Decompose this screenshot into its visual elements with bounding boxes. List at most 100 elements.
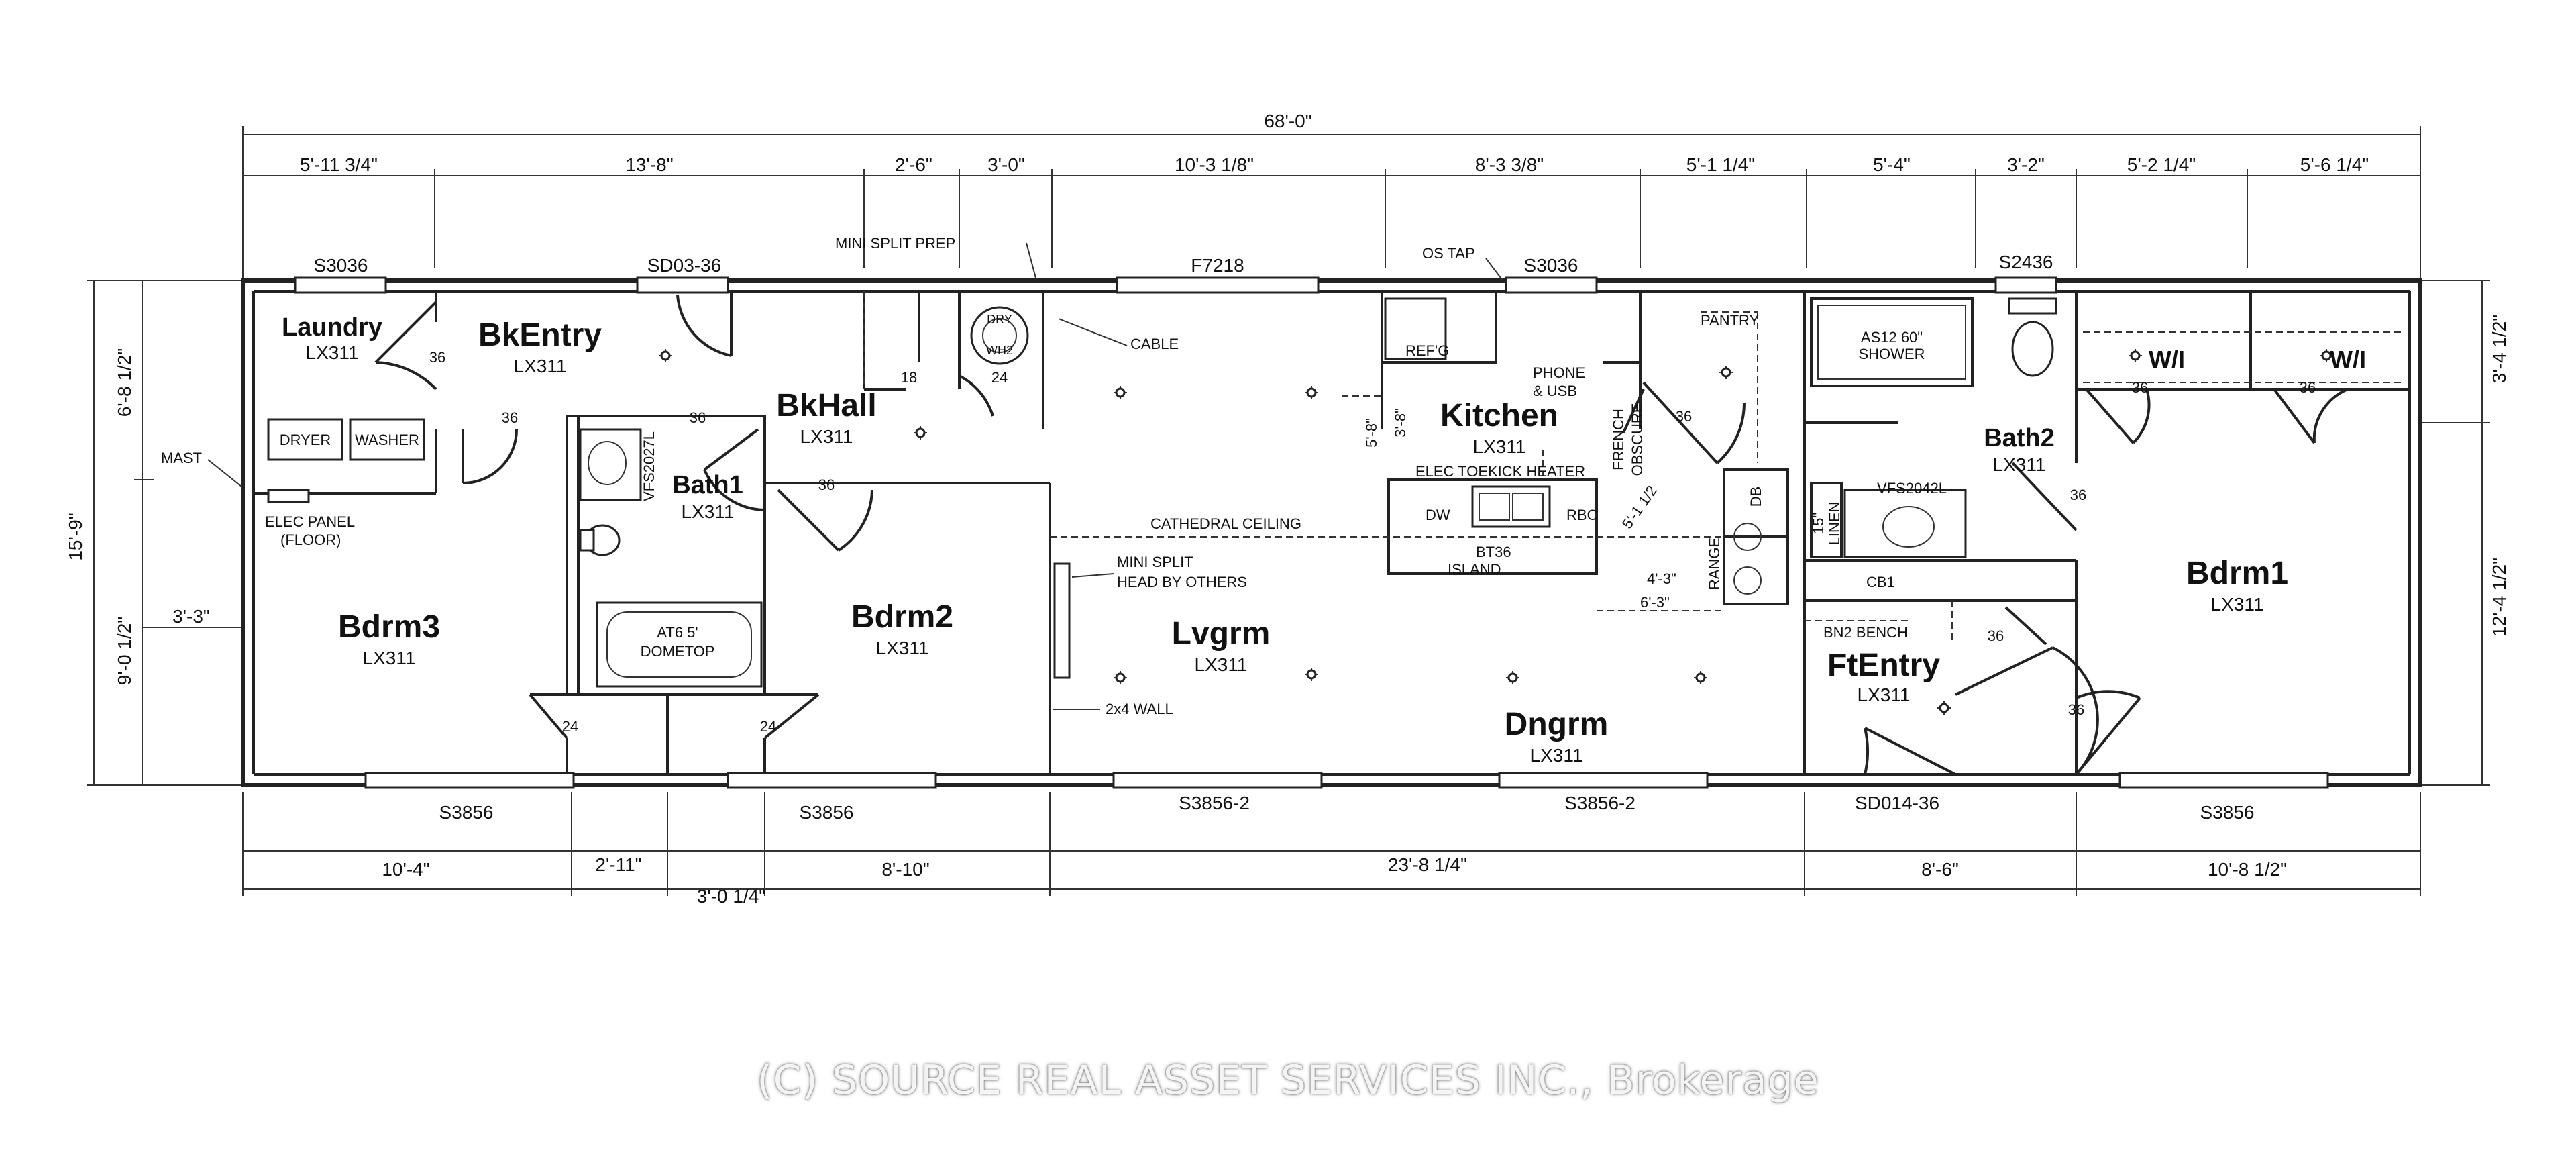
room-dngrm-code: LX311 [1530, 745, 1583, 766]
door-width-bkentry: 36 [502, 409, 518, 426]
window-top-1: S3036 [314, 255, 368, 276]
door-width-bdrm3-closet: 24 [562, 718, 578, 735]
window-bottom-5: SD014-36 [1855, 793, 1939, 813]
top-dim-8: 5'-4" [1873, 154, 1911, 175]
room-bath1-name: Bath1 [672, 471, 743, 499]
washer-icon [349, 418, 425, 461]
mast-note: MAST [161, 450, 202, 466]
room-dngrm-name: Dngrm [1505, 707, 1609, 742]
window-bottom-6: S3856 [2200, 802, 2255, 823]
room-bdrm2-code: LX311 [876, 638, 929, 658]
dim-5-1-2: 5'-1 1/2 [1619, 482, 1660, 532]
vfs2027l-label: VFS2027L [641, 431, 657, 501]
dry-label: DRY [987, 313, 1012, 326]
tub-label-1: AT6 5' [657, 624, 698, 641]
overall-width-dim: 15'-9" [65, 513, 86, 560]
room-kitchen-name: Kitchen [1440, 398, 1558, 434]
room-bkentry-name: BkEntry [478, 317, 602, 353]
ceiling-light-icons [659, 349, 2333, 715]
top-dim-1: 5'-11 3/4" [300, 154, 378, 175]
bottom-dim-7: 10'-8 1/2" [2208, 859, 2287, 880]
window-bottom-3: S3856-2 [1179, 793, 1250, 813]
cable-note: CABLE [1130, 336, 1179, 352]
elec-panel-note-2: (FLOOR) [280, 531, 341, 548]
dim-3-8: 3'-8" [1392, 408, 1409, 438]
shower-label-1: AS12 60" [1861, 329, 1923, 346]
window-top-5: S2436 [1999, 252, 2053, 272]
tub-label-2: DOMETOP [641, 643, 715, 660]
bath1-vanity-icon [579, 428, 642, 501]
room-bdrm1-name: Bdrm1 [2186, 556, 2288, 591]
window-bottom-2: S3856 [800, 802, 854, 823]
obscure-label: OBSCURE [1629, 403, 1646, 476]
bottom-dim-1: 10'-4" [382, 859, 429, 880]
dim-5-8: 5'-8" [1363, 418, 1380, 448]
annotations: MINI SPLIT PREP OS TAP CABLE MAST ELEC P… [161, 235, 1947, 717]
top-dim-4: 3'-0" [987, 154, 1025, 175]
room-bkentry-code: LX311 [514, 356, 567, 376]
mini-split-head-note-2: HEAD BY OTHERS [1117, 574, 1247, 591]
room-wi2-name: W/I [2330, 346, 2366, 373]
window-bottom-4: S3856-2 [1564, 793, 1635, 813]
bottom-dim-5: 23'-8 1/4" [1388, 854, 1467, 875]
door-width-bkhall-b: 24 [991, 369, 1008, 386]
phone-label-1: PHONE [1533, 364, 1585, 381]
window-top-4: S3036 [1524, 255, 1578, 276]
range-label: RANGE [1706, 538, 1723, 590]
dim-6-3: 6'-3" [1640, 594, 1670, 611]
bottom-dim-4: 8'-10" [881, 859, 929, 880]
top-dim-2: 13'-8" [625, 154, 673, 175]
mini-split-prep-note: MINI SPLIT PREP [835, 235, 955, 252]
door-width-pantry: 36 [1676, 408, 1692, 425]
wall-2x4-note: 2x4 WALL [1106, 701, 1173, 717]
top-dim-5: 10'-3 1/8" [1175, 154, 1254, 175]
room-bdrm2-name: Bdrm2 [851, 599, 953, 635]
room-bdrm3-code: LX311 [363, 648, 416, 668]
refrigerator-icon [1384, 297, 1447, 360]
room-bath2-name: Bath2 [1984, 424, 2055, 452]
refg-label: REF'G [1405, 342, 1449, 359]
watermark: (C) SOURCE REAL ASSET SERVICES INC., Bro… [757, 1057, 1819, 1104]
mini-split-head-note-1: MINI SPLIT [1117, 554, 1193, 570]
washer-label: WASHER [355, 431, 419, 448]
door-width-bdrm2-closet: 24 [760, 718, 776, 735]
room-lvgrm-code: LX311 [1195, 654, 1248, 675]
bottom-dim-3: 3'-0 1/4" [697, 886, 765, 907]
right-dim-2: 12'-4 1/2" [2489, 558, 2510, 637]
bt36-label: BT36 [1476, 544, 1511, 560]
door-width-wi2: 36 [2300, 379, 2316, 396]
door-width-bdrm2: 36 [818, 476, 835, 493]
window-bottom-1: S3856 [439, 802, 494, 823]
door-width-ftentry-b: 36 [2068, 701, 2084, 718]
left-dimension-lines: 15'-9" 6'-8 1/2" 9'-0 1/2" 3'-3" [65, 280, 243, 786]
top-dim-3: 2'-6" [895, 154, 932, 175]
dryer-label: DRYER [280, 431, 331, 448]
bn2-bench-label: BN2 BENCH [1823, 624, 1908, 641]
rbc-label: RBC [1566, 507, 1598, 523]
room-lvgrm-name: Lvgrm [1172, 616, 1271, 652]
elec-panel-note-1: ELEC PANEL [265, 513, 355, 530]
bottom-dimension-lines: 10'-4" 2'-11" 3'-0 1/4" 8'-10" 23'-8 1/4… [242, 792, 2421, 907]
wh2-label: WH2 [986, 344, 1013, 357]
french-label: FRENCH [1610, 409, 1627, 470]
window-top-3: F7218 [1191, 255, 1244, 276]
room-bkhall-code: LX311 [800, 426, 853, 447]
door-swings [374, 291, 2349, 776]
bath1-tub-icon [596, 601, 763, 688]
right-dimension-lines: 3'-4 1/2" 12'-4 1/2" [2420, 280, 2510, 786]
top-dim-11: 5'-6 1/4" [2300, 154, 2369, 175]
interior-walls [254, 291, 2410, 774]
top-dim-6: 8'-3 3/8" [1475, 154, 1544, 175]
os-tap-note: OS TAP [1422, 245, 1475, 262]
right-dim-1: 3'-4 1/2" [2489, 315, 2510, 383]
elec-toekick-label: ELEC TOEKICK HEATER [1415, 463, 1585, 480]
vfs2042l-label: VFS2042L [1877, 480, 1947, 497]
electrical-panel-icon [267, 489, 310, 503]
room-bkhall-name: BkHall [776, 388, 876, 423]
windows-bottom: S3856 S3856 S3856-2 S3856-2 SD014-36 S38… [364, 772, 2329, 823]
bath2-vanity-icon [1843, 489, 1967, 558]
pantry-label: PANTRY [1701, 312, 1760, 329]
door-width-labels: 36 36 36 18 24 36 24 24 36 36 36 36 36 3… [429, 349, 2316, 735]
cb1-label: CB1 [1866, 574, 1895, 591]
